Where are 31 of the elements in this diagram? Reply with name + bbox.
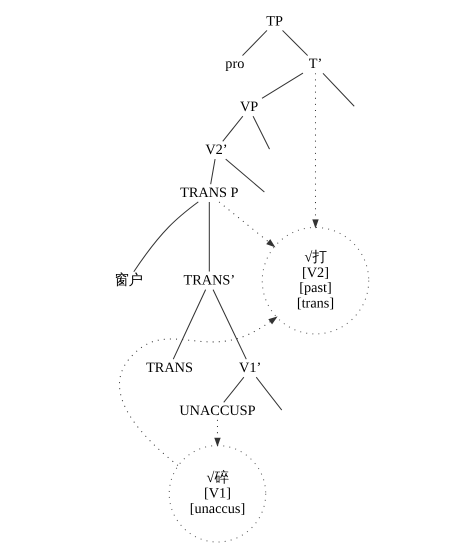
node-text: T’ [308, 56, 322, 72]
node-circle: √打 [V2] [past] [trans] [262, 226, 370, 334]
connector [172, 289, 206, 360]
arrow [214, 420, 221, 447]
node-text: pro [225, 56, 244, 72]
connector [256, 376, 282, 410]
arrow [218, 202, 276, 248]
node-text: TRANS P [180, 184, 238, 201]
connector [242, 30, 268, 56]
node-text: TRANS’ [184, 272, 236, 288]
node-text: UNACCUSP [179, 402, 256, 419]
node-text: VP [240, 99, 258, 116]
node-text: V2’ [205, 142, 228, 158]
connector [225, 158, 265, 192]
connector [222, 116, 244, 142]
connector [223, 376, 244, 403]
connector [212, 289, 247, 360]
node-text: 窗户 [114, 272, 143, 288]
node-text: TRANS [146, 360, 193, 376]
arrow [119, 316, 278, 466]
connector [322, 72, 355, 107]
node-text: TP [266, 13, 283, 30]
connector [133, 201, 199, 272]
connector [210, 158, 216, 184]
connector [262, 72, 304, 99]
arrow [312, 73, 319, 229]
node-text: V1’ [239, 360, 262, 376]
connector [282, 30, 308, 56]
connector [208, 202, 210, 272]
connector [252, 116, 270, 150]
node-circle: √碎 [V1] [unaccus] [168, 445, 266, 543]
